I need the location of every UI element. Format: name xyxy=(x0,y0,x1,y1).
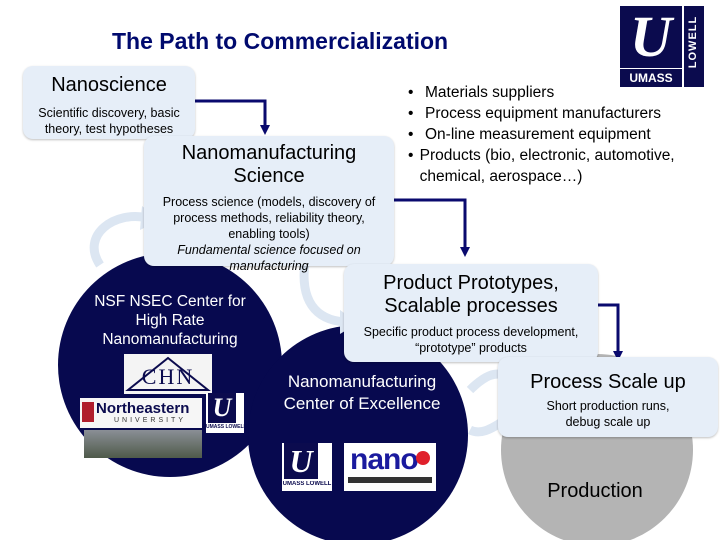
manufacturing-science-desc-1: Process science (models, discovery of pr… xyxy=(152,194,386,242)
northeastern-logo: Northeastern UNIVERSITY xyxy=(80,398,202,428)
nanoscience-desc: Scientific discovery, basic theory, test… xyxy=(33,105,185,137)
umass-small-wordmark: UMASS LOWELL xyxy=(206,424,244,430)
umass-u-glyph-icon: U xyxy=(620,6,682,68)
umass-lowell-logo: U UMASS LOWELL xyxy=(620,6,704,88)
scale-up-heading: Process Scale up xyxy=(498,371,718,394)
nano-tagline xyxy=(348,477,432,483)
nsec-label: NSF NSEC Center for High Rate Nanomanufa… xyxy=(82,292,258,349)
list-item: •Process equipment manufacturers xyxy=(408,103,708,124)
umass-small-logo: U UMASS LOWELL xyxy=(206,393,244,433)
lowell-wordmark: LOWELL xyxy=(687,2,701,82)
manufacturing-science-desc-2: Fundamental science focused on manufactu… xyxy=(164,242,374,274)
arrow-nanoscience-to-manufacturing xyxy=(183,101,265,130)
list-item: •Materials suppliers xyxy=(408,82,708,103)
nano-wordmark: nano xyxy=(350,443,418,477)
umass-bottom-glyph-icon: U xyxy=(284,443,318,479)
northeastern-wordmark: Northeastern xyxy=(96,400,189,417)
scale-up-box: Process Scale up Short production runs, … xyxy=(498,357,718,437)
chn-wordmark: CHN xyxy=(124,364,212,390)
list-item: •On-line measurement equipment xyxy=(408,124,708,145)
manufacturing-science-box: Nanomanufacturing Science Process scienc… xyxy=(144,136,394,266)
production-label: Production xyxy=(520,480,670,503)
list-item: •Products (bio, electronic, automotive, … xyxy=(408,145,708,187)
nano-dot-icon xyxy=(416,451,430,465)
umass-bottom-logo: U UMASS LOWELL xyxy=(282,443,332,491)
prototypes-desc: Specific product process development, “p… xyxy=(358,324,584,356)
campus-photo xyxy=(84,430,202,458)
northeastern-sub-wordmark: UNIVERSITY xyxy=(114,417,186,424)
nanoscience-heading: Nanoscience xyxy=(23,73,195,97)
umass-bottom-wordmark: UMASS LOWELL xyxy=(282,481,332,487)
chn-logo: CHN xyxy=(124,354,212,394)
arrow-prototypes-to-scaleup xyxy=(598,305,618,356)
manufacturing-science-heading-2: Science xyxy=(144,165,394,188)
northeastern-seal-icon xyxy=(82,402,94,422)
manufacturing-science-heading-1: Nanomanufacturing xyxy=(144,142,394,165)
nano-logo: nano xyxy=(344,443,436,491)
prototypes-box: Product Prototypes, Scalable processes S… xyxy=(344,264,598,362)
coe-label: Nanomanufacturing Center of Excellence xyxy=(272,371,452,415)
stakeholder-list: •Materials suppliers •Process equipment … xyxy=(408,82,708,187)
scale-up-desc: Short production runs, debug scale up xyxy=(528,398,688,430)
umass-small-glyph-icon: U xyxy=(208,393,236,423)
nanoscience-box: Nanoscience Scientific discovery, basic … xyxy=(23,66,195,139)
prototypes-heading: Product Prototypes, Scalable processes xyxy=(368,272,574,318)
page-title: The Path to Commercialization xyxy=(112,28,448,55)
arrow-manufacturing-to-prototypes xyxy=(393,200,465,252)
